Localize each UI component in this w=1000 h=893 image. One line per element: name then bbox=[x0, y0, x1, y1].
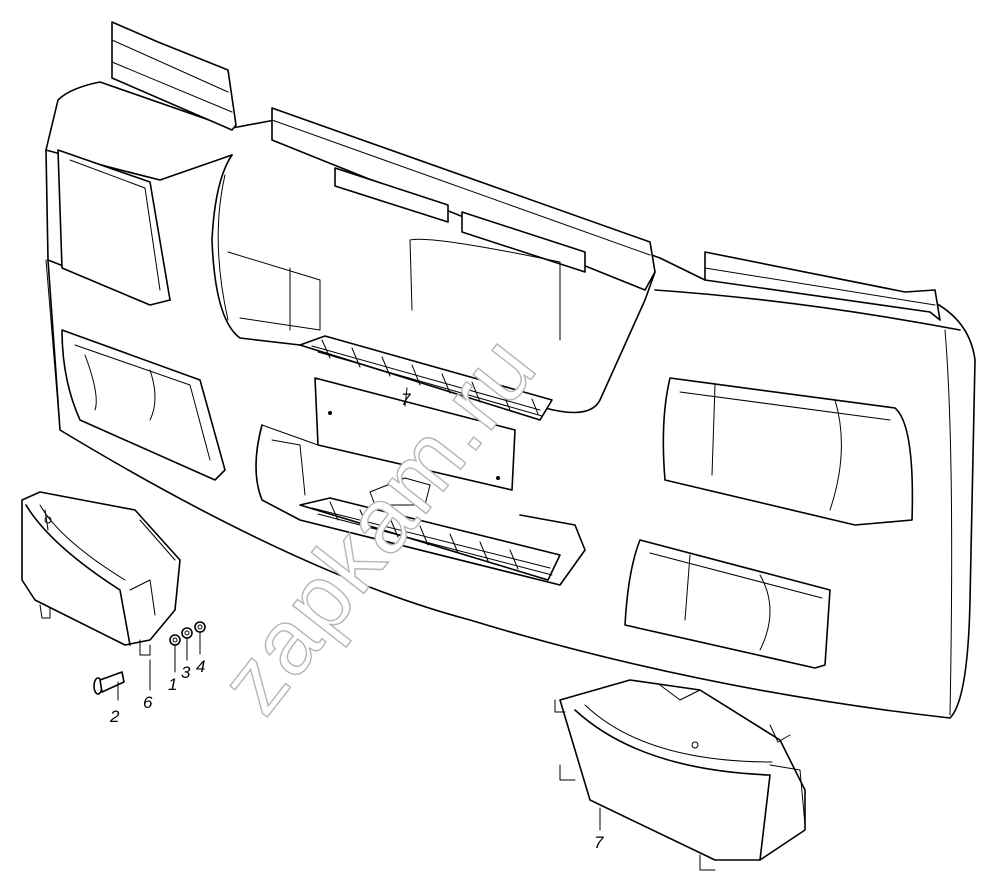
fastener-bolt bbox=[93, 671, 125, 695]
fastener-washer-3 bbox=[181, 627, 193, 639]
callout-4: 4 bbox=[196, 657, 205, 676]
upper-mesh bbox=[311, 339, 543, 417]
callout-6: 6 bbox=[143, 693, 153, 712]
fastener-washer-1 bbox=[169, 634, 181, 646]
callout-7-lower: 7 bbox=[594, 833, 604, 852]
leader-lines bbox=[117, 387, 601, 831]
right-fog-lamp bbox=[554, 679, 806, 871]
fastener-nut-4 bbox=[194, 621, 206, 633]
left-fog-lamp bbox=[21, 491, 181, 656]
front-bumper bbox=[45, 21, 976, 719]
callout-3: 3 bbox=[181, 663, 191, 682]
callout-2: 2 bbox=[109, 707, 120, 726]
callout-7-upper: 7 bbox=[401, 390, 411, 409]
callout-1: 1 bbox=[168, 675, 177, 694]
lower-mesh bbox=[311, 501, 553, 576]
